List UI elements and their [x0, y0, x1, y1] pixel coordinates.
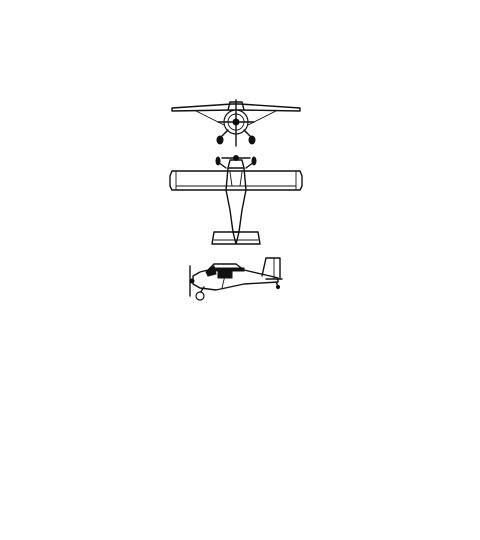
side-view-vertical-tail: [261, 257, 281, 279]
front-view-right-wheel: [248, 135, 256, 145]
top-view-wing: [169, 170, 303, 191]
front-view-wing: [171, 103, 301, 112]
front-view: [171, 99, 301, 147]
front-view-left-wheel: [216, 135, 224, 145]
top-view-fuselage: [225, 167, 247, 233]
side-view-main-wheel: [195, 291, 205, 301]
top-view-horizontal-tail: [211, 231, 261, 245]
top-view-nose: [227, 159, 245, 169]
side-view-wing-strut: [221, 270, 227, 289]
front-view-right-strut: [245, 110, 277, 127]
side-view-tail-wheel: [275, 284, 281, 290]
top-view-right-wheel: [251, 156, 257, 166]
front-view-left-strut: [195, 110, 227, 127]
top-view: [169, 155, 303, 245]
side-view-windshield: [205, 265, 217, 277]
top-view-left-wheel: [215, 156, 221, 166]
side-view: [189, 257, 283, 301]
top-view-tail-cone: [232, 231, 240, 245]
top-view-cockpit: [229, 171, 243, 187]
